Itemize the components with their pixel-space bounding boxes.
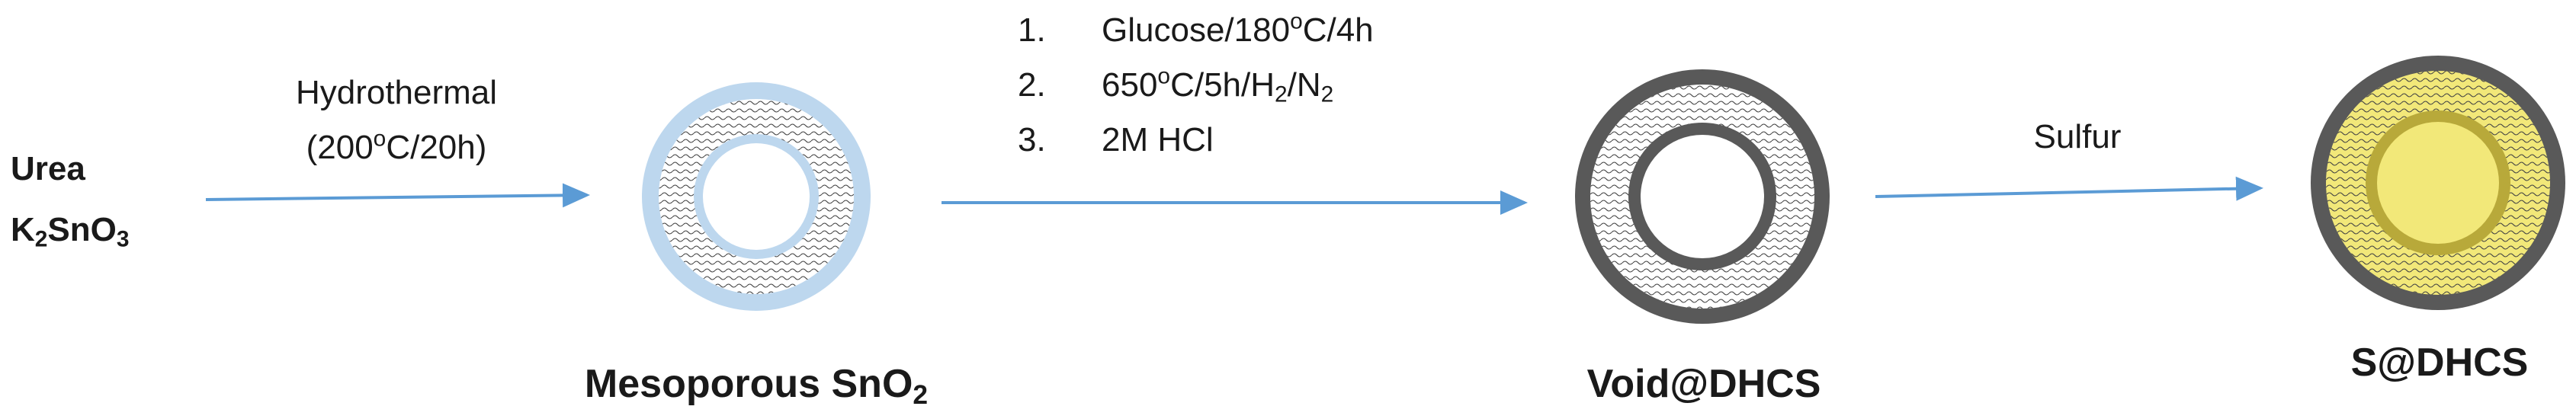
product-mesoporous-sno2: Mesoporous SnO2 [584, 362, 929, 410]
step-3: 3.2M HCl [1018, 121, 1214, 158]
s-dhcs-sphere [2311, 56, 2565, 310]
product-void-dhcs: Void@DHCS [1586, 362, 1821, 406]
sulfur-arrow [1875, 176, 2263, 201]
void-dhcs-sphere [1575, 69, 1830, 324]
reactant-k2sno3: K2SnO3 [11, 211, 130, 252]
reactant-urea: Urea [11, 150, 85, 187]
product-s-dhcs: S@DHCS [2350, 341, 2529, 385]
sno2-hollow-sphere [642, 82, 871, 311]
sulfur-label: Sulfur [2033, 118, 2122, 155]
step-1: 1.Glucose/180oC/4h [1018, 8, 1374, 49]
hydrothermal-conditions: (200oC/20h) [306, 126, 487, 166]
hydrothermal-label: Hydrothermal [295, 74, 498, 111]
step-2: 2.650oC/5h/H2/N2 [1018, 63, 1334, 107]
hydrothermal-arrow [205, 183, 590, 208]
